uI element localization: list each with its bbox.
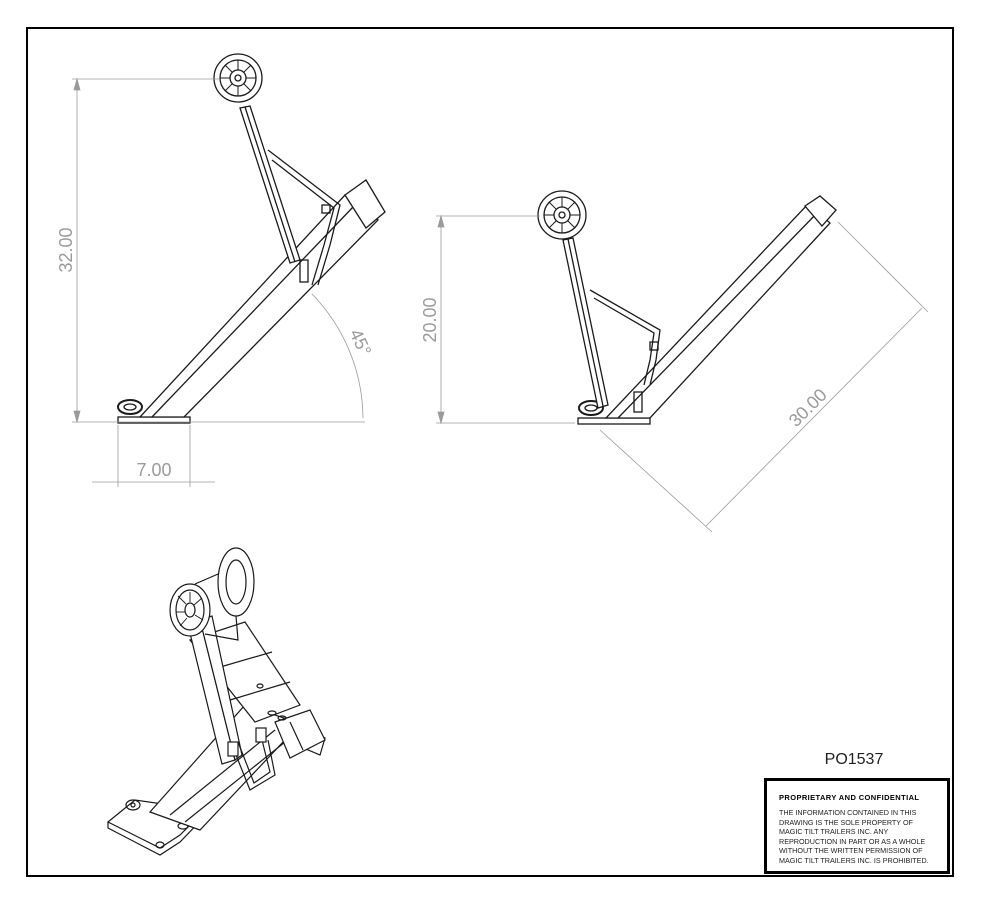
dim-height-short: 20.00 xyxy=(420,297,440,342)
proprietary-notice: PROPRIETARY AND CONFIDENTIAL THE INFORMA… xyxy=(764,778,950,874)
dim-angle: 45° xyxy=(346,326,376,359)
part-number: PO1537 xyxy=(825,751,884,768)
side-view xyxy=(537,190,837,425)
sheet-border xyxy=(26,27,954,877)
side-view-dimensions xyxy=(436,214,929,533)
dim-base-width: 7.00 xyxy=(136,460,171,480)
notice-body: THE INFORMATION CONTAINED IN THIS DRAWIN… xyxy=(779,808,929,865)
notice-title: PROPRIETARY AND CONFIDENTIAL xyxy=(779,793,920,802)
dim-height-tall: 32.00 xyxy=(56,227,76,272)
isometric-view xyxy=(106,547,326,856)
front-view-45 xyxy=(117,53,386,424)
front-view-dimensions xyxy=(72,77,365,487)
